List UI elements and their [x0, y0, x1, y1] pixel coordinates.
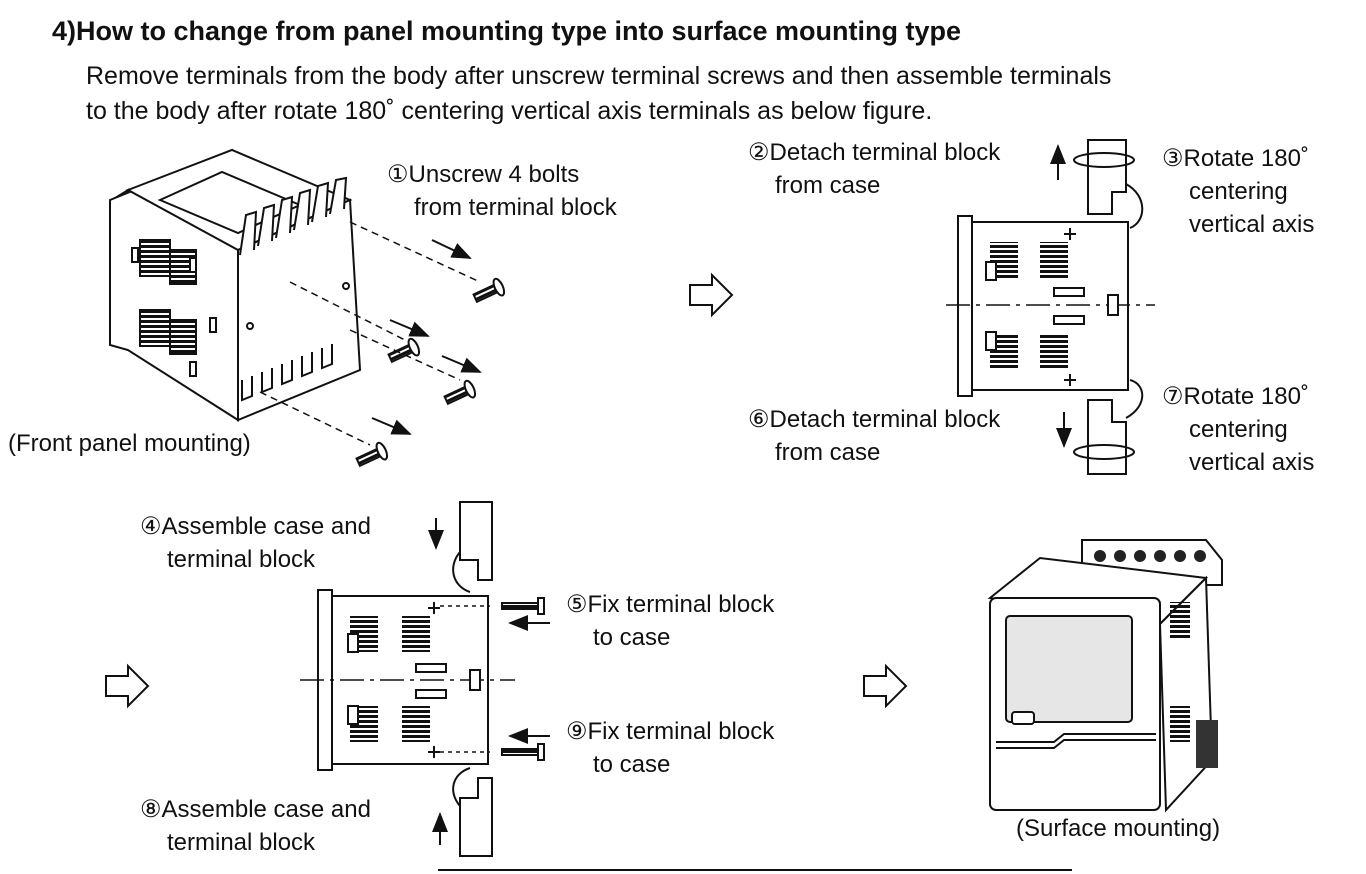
step-3-line-2: centering	[1189, 178, 1288, 205]
step-1-line-2: from terminal block	[414, 194, 617, 221]
step-7-label: ⑦Rotate 180˚ centering vertical axis	[1162, 380, 1314, 479]
side-view-assemble	[300, 501, 545, 857]
removal-arrows	[371, 239, 482, 435]
step-7-line-3: vertical axis	[1189, 449, 1315, 476]
intro-line-1: Remove terminals from the body after uns…	[86, 62, 1112, 90]
step-4-label: ④Assemble case and terminal block	[140, 510, 371, 576]
step-3-label: ③Rotate 180˚ centering vertical axis	[1162, 142, 1314, 241]
step-9-line-2: to case	[593, 751, 671, 778]
step-9-line-1: Fix terminal block	[587, 718, 775, 745]
step-6-line-2: from case	[775, 439, 881, 466]
step-2-line-2: from case	[775, 172, 881, 199]
screw-icons	[355, 277, 506, 468]
step-1-line-1: Unscrew 4 bolts	[408, 161, 580, 188]
step-1-number: ①	[387, 161, 409, 188]
flow-arrow-icon	[689, 272, 734, 318]
step-2-label: ②Detach terminal block from case	[748, 136, 1000, 202]
step-5-line-1: Fix terminal block	[587, 591, 775, 618]
step-4-line-1: Assemble case and	[161, 513, 371, 540]
step-8-label: ⑧Assemble case and terminal block	[140, 793, 371, 859]
step-7-number: ⑦	[1162, 383, 1184, 410]
assemble-arrows	[428, 518, 550, 845]
step-4-line-2: terminal block	[167, 546, 316, 573]
step-7-line-1: Rotate 180˚	[1183, 383, 1309, 410]
front-panel-caption: (Front panel mounting)	[8, 430, 251, 457]
step-2-line-1: Detach terminal block	[769, 139, 1001, 166]
detach-arrows	[1050, 144, 1072, 448]
step-5-line-2: to case	[593, 624, 671, 651]
surface-mounted-device	[987, 539, 1223, 813]
step-5-label: ⑤Fix terminal block to case	[566, 588, 774, 654]
step-8-line-2: terminal block	[167, 829, 316, 856]
step-3-line-1: Rotate 180˚	[1183, 145, 1309, 172]
side-view-detach	[946, 139, 1155, 475]
section-heading: 4)How to change from panel mounting type…	[52, 16, 962, 46]
flow-arrow-icon	[105, 663, 150, 709]
surface-caption: (Surface mounting)	[1016, 815, 1221, 842]
step-8-number: ⑧	[140, 796, 162, 823]
step-6-number: ⑥	[748, 406, 770, 433]
step-4-number: ④	[140, 513, 162, 540]
flow-arrow-icon	[863, 663, 908, 709]
step-7-line-2: centering	[1189, 416, 1288, 443]
step-8-line-1: Assemble case and	[161, 796, 371, 823]
intro-line-2: to the body after rotate 180˚ centering …	[86, 97, 933, 125]
step-9-number: ⑨	[566, 718, 588, 745]
step-9-label: ⑨Fix terminal block to case	[566, 715, 774, 781]
front-panel-device	[109, 148, 362, 422]
step-6-label: ⑥Detach terminal block from case	[748, 403, 1000, 469]
step-5-number: ⑤	[566, 591, 588, 618]
step-3-line-3: vertical axis	[1189, 211, 1315, 238]
step-1-label: ①Unscrew 4 bolts from terminal block	[387, 158, 617, 224]
step-3-number: ③	[1162, 145, 1184, 172]
step-2-number: ②	[748, 139, 770, 166]
step-6-line-1: Detach terminal block	[769, 406, 1001, 433]
